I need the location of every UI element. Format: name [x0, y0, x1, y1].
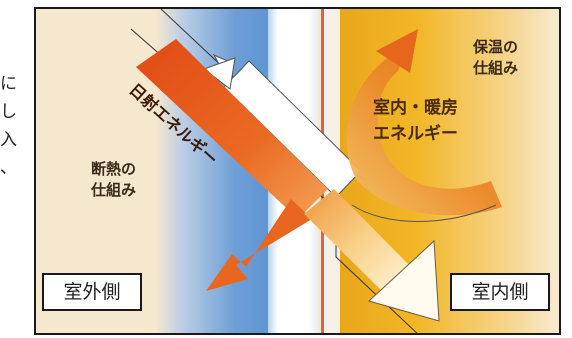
- indoor-side-label: 室内側: [450, 273, 550, 311]
- insulation-line1: 断熱の: [91, 160, 137, 178]
- heat-retention-label: 保温の 仕組み: [473, 37, 518, 79]
- heat-retention-line1: 保温の: [473, 38, 519, 56]
- edge-char: に: [0, 74, 17, 94]
- indoor-heating-line1: 室内・暖房: [373, 98, 458, 118]
- heat-retention-line2: 仕組み: [473, 59, 519, 77]
- window-insulation-diagram: 日射エネルギー 室内・暖房 エネルギー 断熱の 仕組み 保温の 仕組み 室外側 …: [34, 7, 561, 335]
- indoor-heating-line2: エネルギー: [373, 124, 458, 144]
- edge-char: し: [0, 102, 17, 122]
- insulation-line2: 仕組み: [91, 181, 137, 199]
- insulation-label: 断熱の 仕組み: [91, 159, 136, 201]
- heat-curve-arrow-icon: [346, 29, 502, 222]
- cropped-edge-text: に し 入 、: [0, 70, 28, 182]
- edge-char: 入: [0, 130, 17, 150]
- indoor-heating-label: 室内・暖房 エネルギー: [373, 95, 458, 147]
- solar-arrow-icon: [136, 39, 328, 291]
- transmitted-arrow-icon: [304, 189, 440, 322]
- outdoor-side-label: 室外側: [42, 273, 142, 311]
- edge-char: 、: [0, 158, 17, 178]
